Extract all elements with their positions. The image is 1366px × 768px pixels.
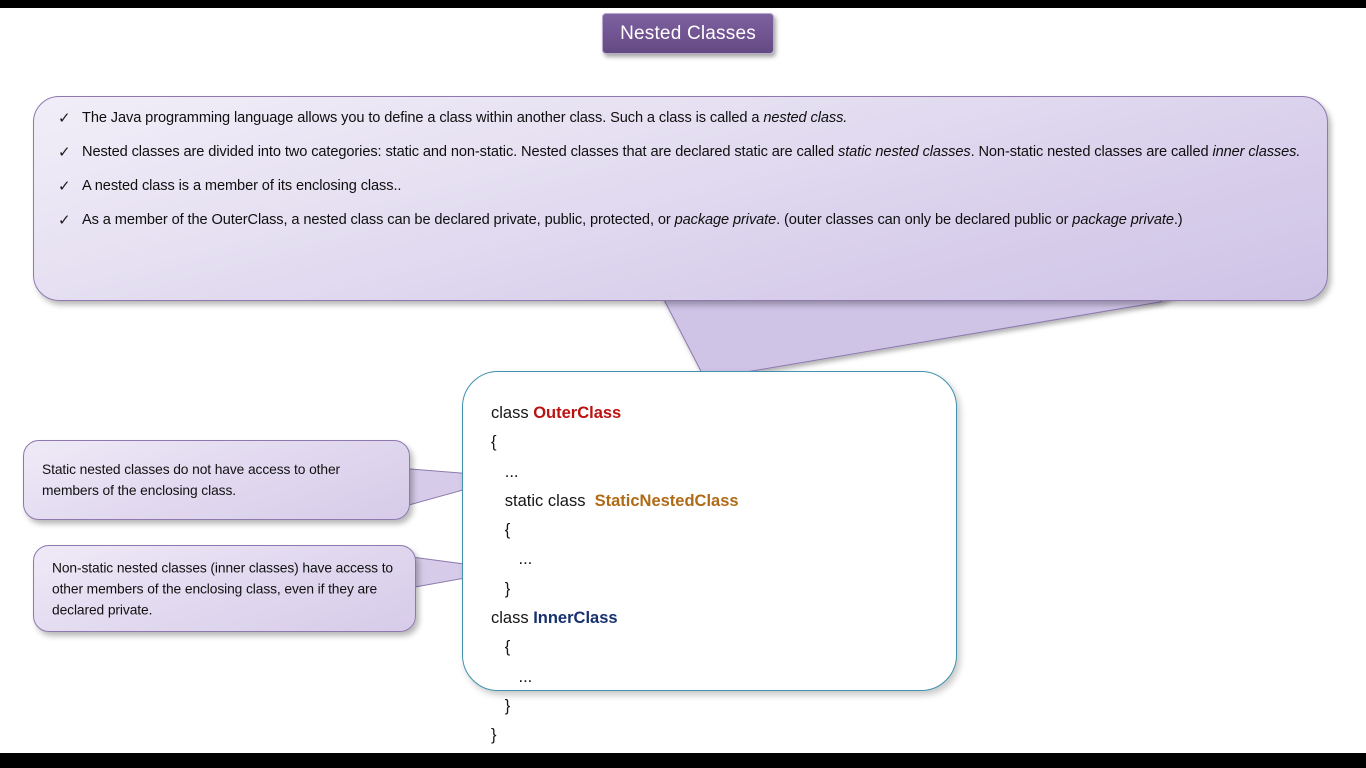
line-outer-close: } (491, 726, 497, 745)
line-static-decl: static class StaticNestedClass (491, 491, 739, 510)
code-listing: class OuterClass { ... static class Stati… (491, 399, 739, 751)
check-icon: ✓ (58, 144, 71, 161)
bullet-access-modifiers-text: As a member of the OuterClass, a nested … (82, 212, 1183, 228)
check-icon: ✓ (58, 110, 71, 127)
letterbox-bar-bottom (0, 753, 1366, 768)
code-example-box: class OuterClass { ... static class Stati… (462, 371, 957, 744)
bullet-categories: ✓ Nested classes are divided into two ca… (56, 142, 1309, 164)
line-static-close: } (491, 579, 511, 598)
bullet-definition: ✓ The Java programming language allows y… (56, 108, 1309, 130)
bullet-definition-text: The Java programming language allows you… (82, 110, 848, 126)
line-static-ellipsis: ... (491, 550, 533, 569)
line-outer-ellipsis: ... (491, 462, 519, 481)
slide-title-badge: Nested Classes (602, 13, 774, 54)
bullet-member: ✓ A nested class is a member of its encl… (56, 176, 1309, 198)
bullet-access-modifiers: ✓ As a member of the OuterClass, a neste… (56, 210, 1309, 232)
line-inner-decl: class InnerClass (491, 609, 618, 628)
line-outer-decl: class OuterClass (491, 404, 622, 422)
line-inner-open: { (491, 638, 511, 657)
line-inner-ellipsis: ... (491, 667, 533, 686)
note-inner-class: Non-static nested classes (inner classes… (33, 545, 416, 632)
bullet-member-text: A nested class is a member of its enclos… (82, 178, 402, 194)
line-static-open: { (491, 521, 511, 540)
note-static-nested: Static nested classes do not have access… (23, 440, 410, 520)
line-outer-open: { (491, 433, 497, 452)
bullet-list: ✓ The Java programming language allows y… (34, 97, 1327, 244)
check-icon: ✓ (58, 212, 71, 229)
page-title: Nested Classes (620, 22, 756, 44)
line-inner-close: } (491, 696, 511, 715)
check-icon: ✓ (58, 178, 71, 195)
main-callout-box: ✓ The Java programming language allows y… (33, 96, 1328, 301)
note-inner-class-text: Non-static nested classes (inner classes… (52, 560, 394, 617)
bullet-categories-text: Nested classes are divided into two cate… (82, 144, 1301, 160)
letterbox-bar-top (0, 0, 1366, 8)
note-static-nested-text: Static nested classes do not have access… (42, 462, 341, 498)
